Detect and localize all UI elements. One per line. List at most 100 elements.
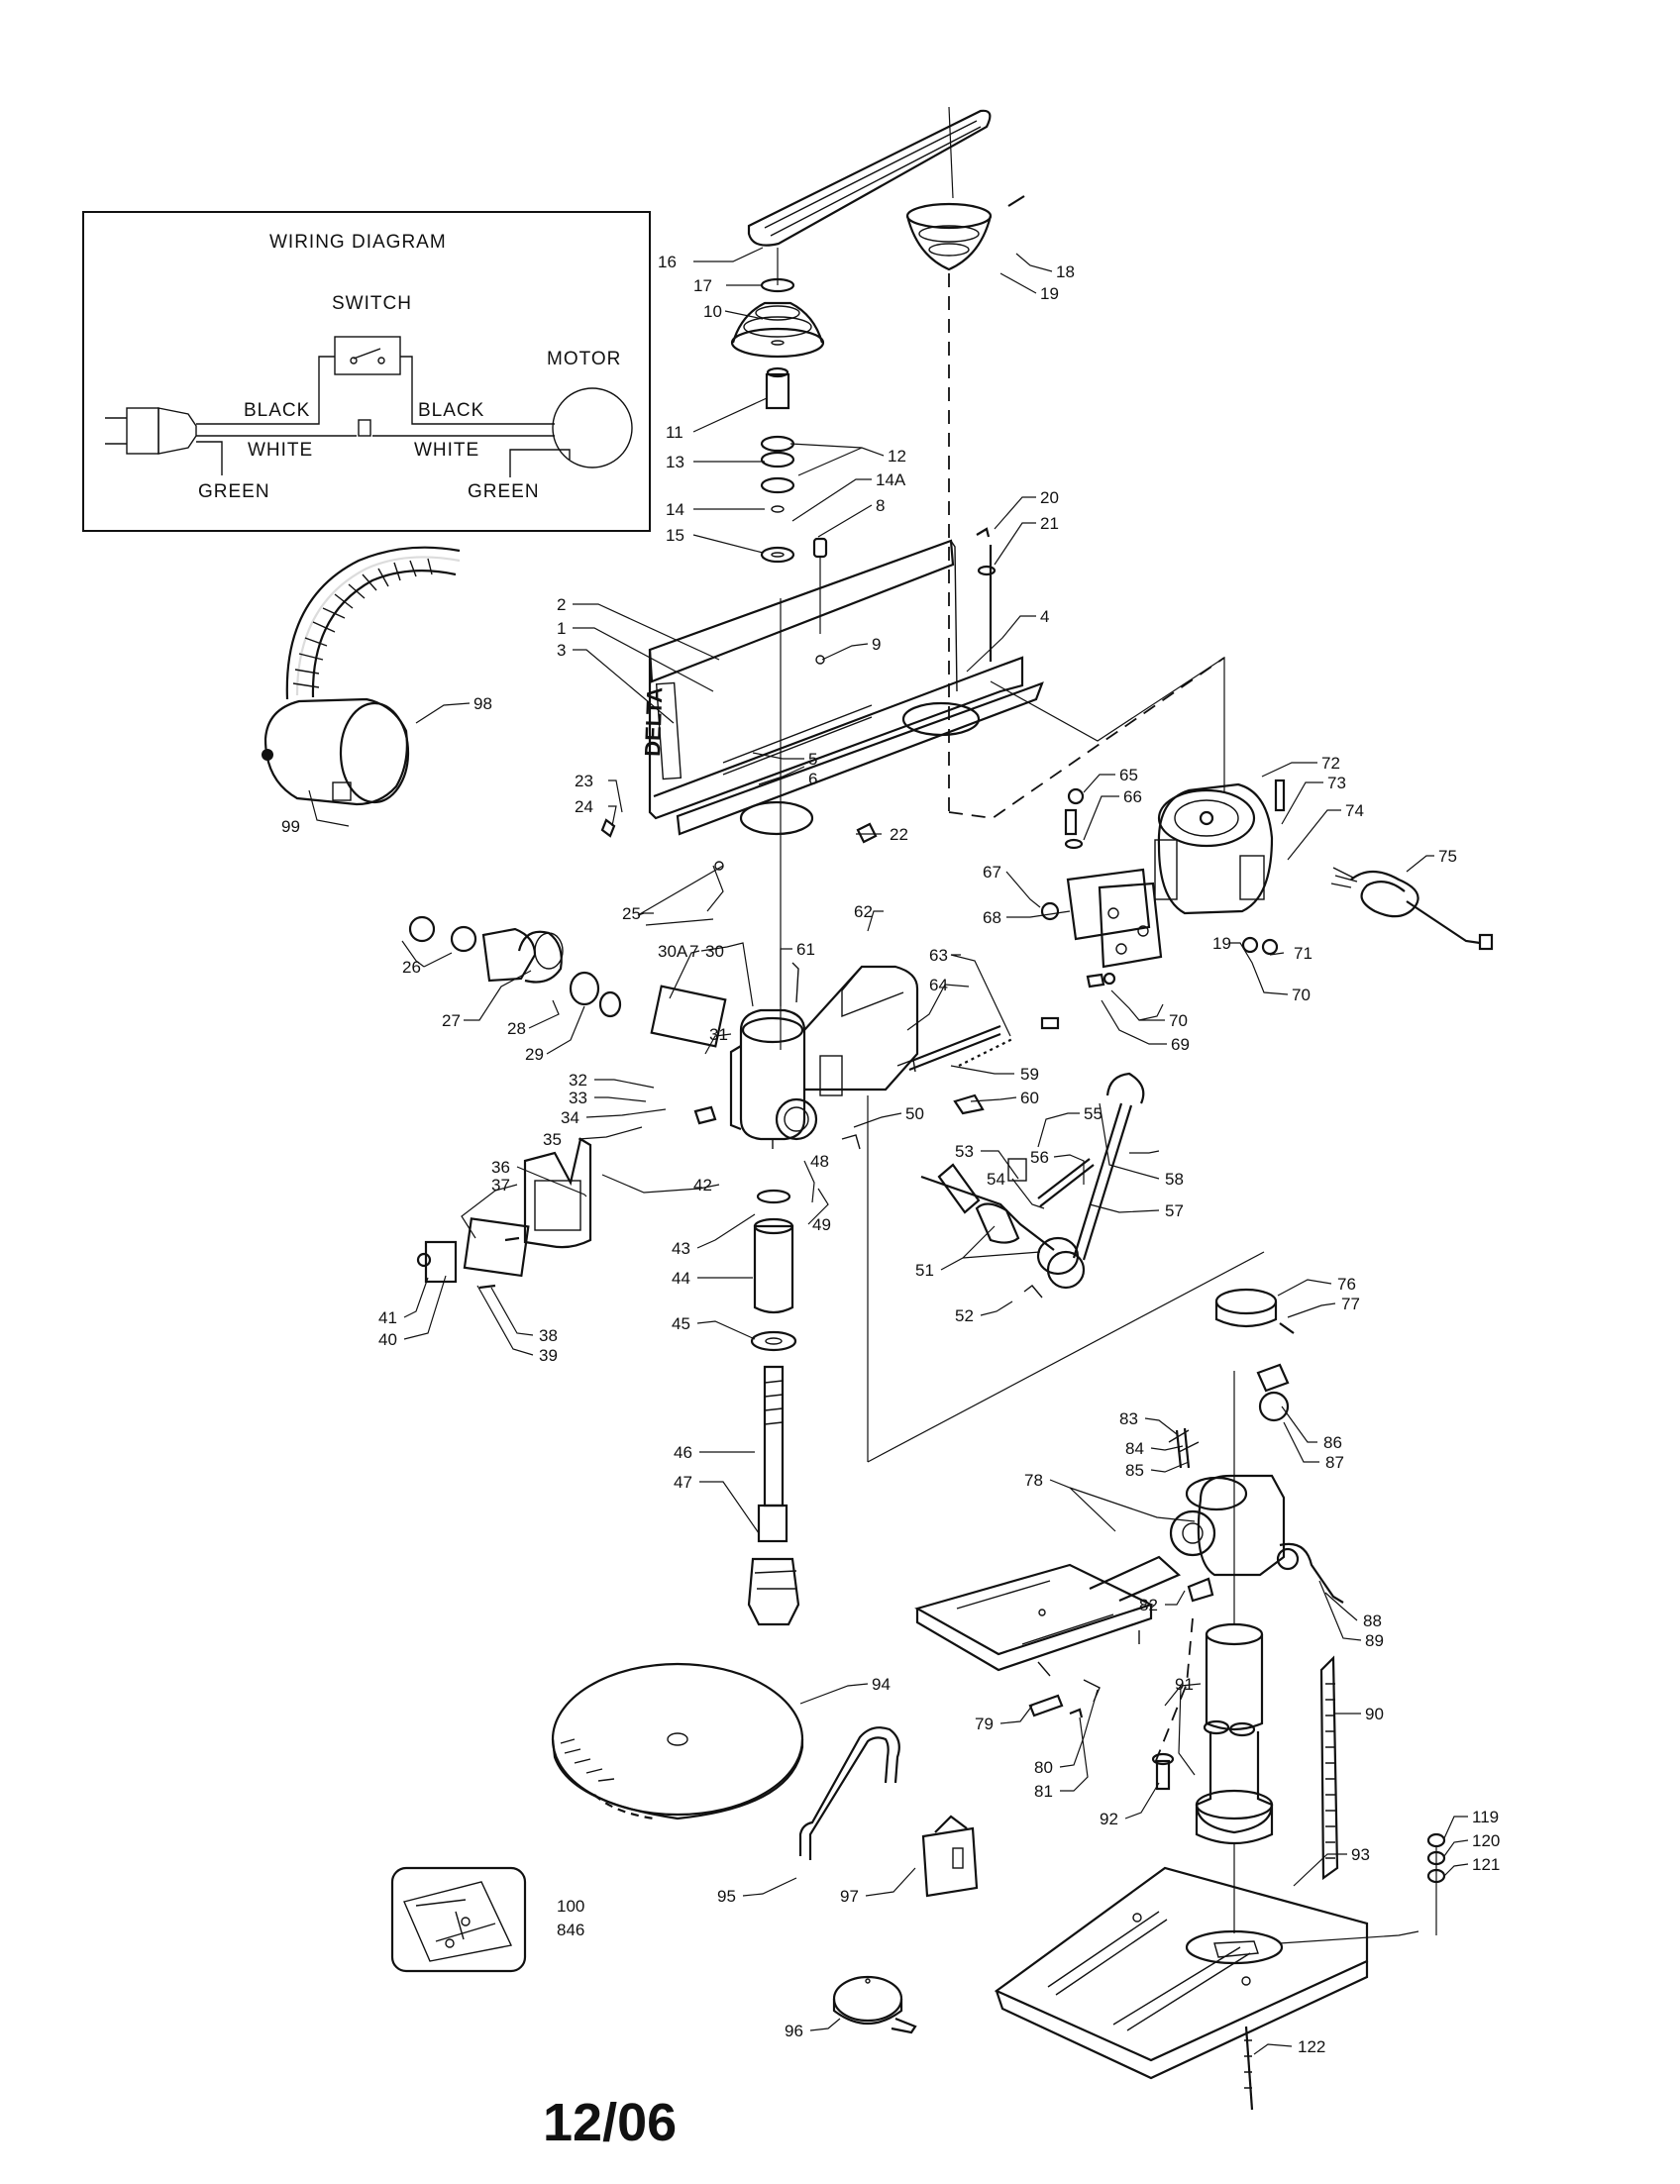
part-label-71: 71 bbox=[1294, 944, 1312, 963]
part-label-121: 121 bbox=[1472, 1855, 1500, 1874]
green-wire-right-label: GREEN bbox=[468, 481, 540, 502]
part-label-2: 2 bbox=[557, 595, 566, 614]
feed-shaft-assembly bbox=[920, 1072, 1145, 1299]
part-label-82: 82 bbox=[1139, 1596, 1158, 1614]
part-label-13: 13 bbox=[666, 453, 684, 471]
part-label-31: 31 bbox=[709, 1025, 728, 1044]
belt-guard bbox=[648, 539, 1044, 836]
part-label-57: 57 bbox=[1165, 1201, 1184, 1220]
part-label-80: 80 bbox=[1034, 1758, 1053, 1777]
motor-label: MOTOR bbox=[547, 349, 621, 369]
part-label-51: 51 bbox=[915, 1261, 934, 1280]
head-switch-housing bbox=[416, 1137, 592, 1290]
part-label-45: 45 bbox=[672, 1314, 690, 1333]
part-label-846: 846 bbox=[557, 1921, 584, 1939]
part-label-78: 78 bbox=[1024, 1471, 1043, 1490]
quill-assembly bbox=[747, 1189, 800, 1626]
part-label-90: 90 bbox=[1365, 1705, 1384, 1723]
part-label-81: 81 bbox=[1034, 1782, 1053, 1801]
part-label-100: 100 bbox=[557, 1897, 584, 1916]
part-label-18: 18 bbox=[1056, 262, 1075, 281]
part-label-61: 61 bbox=[796, 940, 815, 959]
part-label-44: 44 bbox=[672, 1269, 690, 1288]
part-label-89: 89 bbox=[1365, 1631, 1384, 1650]
motor-mount-dashed bbox=[948, 657, 1225, 819]
part-label-10: 10 bbox=[703, 302, 722, 321]
part-label-86: 86 bbox=[1323, 1433, 1342, 1452]
manual-icon bbox=[390, 1866, 527, 1973]
part-label-58: 58 bbox=[1165, 1170, 1184, 1189]
part-label-85: 85 bbox=[1125, 1461, 1144, 1480]
part-label-84: 84 bbox=[1125, 1439, 1144, 1458]
top-axis-line bbox=[948, 106, 954, 199]
part-label-68: 68 bbox=[983, 908, 1001, 927]
part-label-32: 32 bbox=[569, 1071, 587, 1090]
part-label-72: 72 bbox=[1321, 754, 1340, 773]
table-dashed-link bbox=[1154, 1617, 1194, 1764]
green-wire-left-label: GREEN bbox=[198, 481, 270, 502]
rotating-table-disc bbox=[551, 1662, 804, 1820]
switch-symbol bbox=[334, 336, 401, 375]
depth-stop-and-spring bbox=[693, 962, 1060, 1150]
part-label-24: 24 bbox=[575, 797, 593, 816]
part-label-27: 27 bbox=[442, 1011, 461, 1030]
part-label-30a: 30A bbox=[658, 942, 688, 961]
part-label-20: 20 bbox=[1040, 488, 1059, 507]
white-wire-left-label: WHITE bbox=[248, 440, 313, 461]
base-nuts bbox=[1426, 1832, 1446, 1935]
pulley-bearing-stack-left bbox=[408, 915, 622, 1018]
wire-white bbox=[196, 419, 555, 437]
part-label-65: 65 bbox=[1119, 766, 1138, 784]
wiring-diagram-frame bbox=[82, 211, 651, 532]
revision-date: 12/06 bbox=[543, 2093, 678, 2152]
spindle-pulley bbox=[730, 277, 825, 359]
part-label-22: 22 bbox=[890, 825, 908, 844]
part-label-11: 11 bbox=[666, 423, 683, 442]
part-label-59: 59 bbox=[1020, 1065, 1039, 1084]
part-label-7: 7 bbox=[689, 942, 698, 961]
part-label-34: 34 bbox=[561, 1108, 579, 1127]
part-label-87: 87 bbox=[1325, 1453, 1344, 1472]
part-label-99: 99 bbox=[281, 817, 300, 836]
part-label-120: 120 bbox=[1472, 1831, 1500, 1850]
part-label-40: 40 bbox=[378, 1330, 397, 1349]
power-cord bbox=[1330, 867, 1494, 951]
part-label-75: 75 bbox=[1438, 847, 1457, 866]
part-label-17: 17 bbox=[693, 276, 712, 295]
motor-mount-line bbox=[990, 656, 1225, 792]
part-label-73: 73 bbox=[1327, 774, 1346, 792]
part-label-5: 5 bbox=[808, 750, 817, 769]
motor-pulley bbox=[905, 195, 1025, 271]
part-label-1: 1 bbox=[557, 619, 566, 638]
part-label-83: 83 bbox=[1119, 1409, 1138, 1428]
knob-and-fasteners bbox=[600, 527, 997, 871]
part-label-16: 16 bbox=[658, 253, 677, 271]
part-label-4: 4 bbox=[1040, 607, 1049, 626]
wiring-diagram: WIRING DIAGRAM SWITCH MOTOR BLACK bbox=[82, 211, 651, 532]
part-label-14a: 14A bbox=[876, 470, 906, 489]
wiring-diagram-title: WIRING DIAGRAM bbox=[269, 232, 447, 253]
part-label-26: 26 bbox=[402, 958, 421, 977]
part-label-35: 35 bbox=[543, 1130, 562, 1149]
motor-symbol bbox=[552, 387, 633, 468]
part-label-79: 79 bbox=[975, 1715, 994, 1733]
white-wire-right-label: WHITE bbox=[414, 440, 479, 461]
part-label-38: 38 bbox=[539, 1326, 558, 1345]
part-label-29: 29 bbox=[525, 1045, 544, 1064]
wire-black bbox=[196, 356, 555, 425]
switch-label: SWITCH bbox=[332, 293, 412, 314]
part-label-91: 91 bbox=[1175, 1675, 1194, 1694]
part-label-50: 50 bbox=[905, 1104, 924, 1123]
pulley-insert-and-bearings bbox=[760, 366, 795, 564]
wire-green bbox=[196, 441, 571, 477]
switch-contact bbox=[350, 348, 385, 364]
part-label-119: 119 bbox=[1472, 1808, 1499, 1826]
part-label-43: 43 bbox=[672, 1239, 690, 1258]
part-label-19: 19 bbox=[1040, 284, 1059, 303]
black-wire-right-label: BLACK bbox=[418, 400, 484, 421]
part-label-30: 30 bbox=[705, 942, 724, 961]
part-label-69: 69 bbox=[1171, 1035, 1190, 1054]
part-label-93: 93 bbox=[1351, 1845, 1370, 1864]
